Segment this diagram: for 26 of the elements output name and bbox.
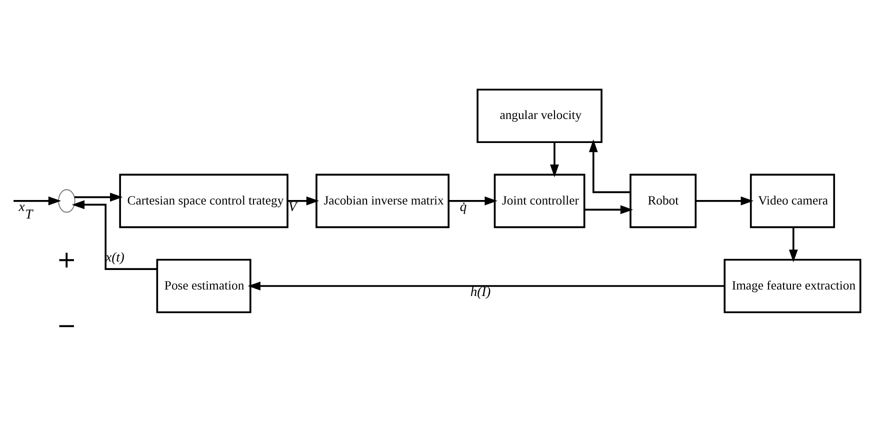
node-box: Joint controller — [494, 174, 586, 228]
arrow — [550, 142, 559, 178]
node-circle — [58, 189, 76, 213]
arrow — [448, 196, 498, 206]
edge-label: h(I) — [470, 284, 491, 299]
arrow — [288, 196, 320, 206]
arrow — [788, 227, 798, 262]
arrow — [74, 192, 123, 202]
node-box: Jacobian inverse matrix — [316, 174, 450, 228]
arrow — [584, 205, 634, 214]
node-box: Image feature extraction — [724, 258, 862, 314]
node-box: angular velocity — [476, 88, 602, 144]
label: − — [56, 311, 76, 340]
arrow — [14, 196, 62, 206]
label: + — [56, 245, 76, 274]
edge-label: V — [288, 198, 297, 214]
node-box: Video camera — [750, 174, 836, 228]
node-box: Cartesian space control trategy — [119, 174, 288, 228]
edge-label: q̇ — [460, 198, 467, 214]
arrow — [696, 196, 754, 206]
arrow — [588, 139, 630, 194]
node-box: Robot — [630, 174, 697, 228]
arrow — [72, 200, 157, 270]
node-box: Pose estimation — [156, 258, 252, 314]
arrow — [248, 282, 725, 290]
edge-label: x(t) — [106, 250, 124, 265]
